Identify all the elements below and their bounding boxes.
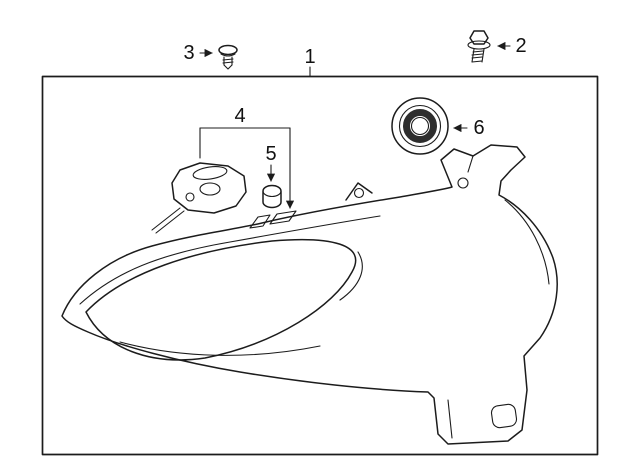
leader-lines — [199, 41, 511, 209]
igniter-pin — [151, 207, 181, 231]
bracket-hole — [457, 177, 469, 189]
mount-tab-hole — [353, 187, 365, 199]
callout-label-4: 4 — [234, 105, 246, 127]
callout-label-3: 3 — [183, 42, 195, 64]
mount-tab-top — [345, 182, 373, 201]
lens-accent-curve — [339, 251, 363, 301]
callout-label-1: 1 — [304, 46, 316, 68]
push-clip — [218, 44, 238, 70]
bracket-detail-line — [467, 155, 474, 173]
headlamp-assembly — [61, 144, 558, 445]
mount-foot-hole — [490, 403, 518, 429]
diagram-border — [41, 75, 599, 456]
lens-opening — [85, 238, 357, 361]
housing-vent — [269, 210, 297, 225]
housing-contour-line — [79, 215, 381, 305]
callout-label-6: 6 — [473, 117, 485, 139]
callout-label-2: 2 — [515, 35, 527, 57]
flange-bolt — [467, 30, 491, 63]
housing-crease-line — [504, 199, 550, 285]
mount-foot-line — [447, 399, 453, 439]
lens-accent-curve — [119, 341, 321, 356]
callout-label-5: 5 — [265, 143, 277, 165]
housing-vent — [249, 214, 271, 229]
grommet-seal — [391, 97, 449, 155]
igniter-pin — [155, 210, 185, 234]
bulb-cap — [262, 184, 282, 209]
igniter-unit — [151, 162, 247, 234]
